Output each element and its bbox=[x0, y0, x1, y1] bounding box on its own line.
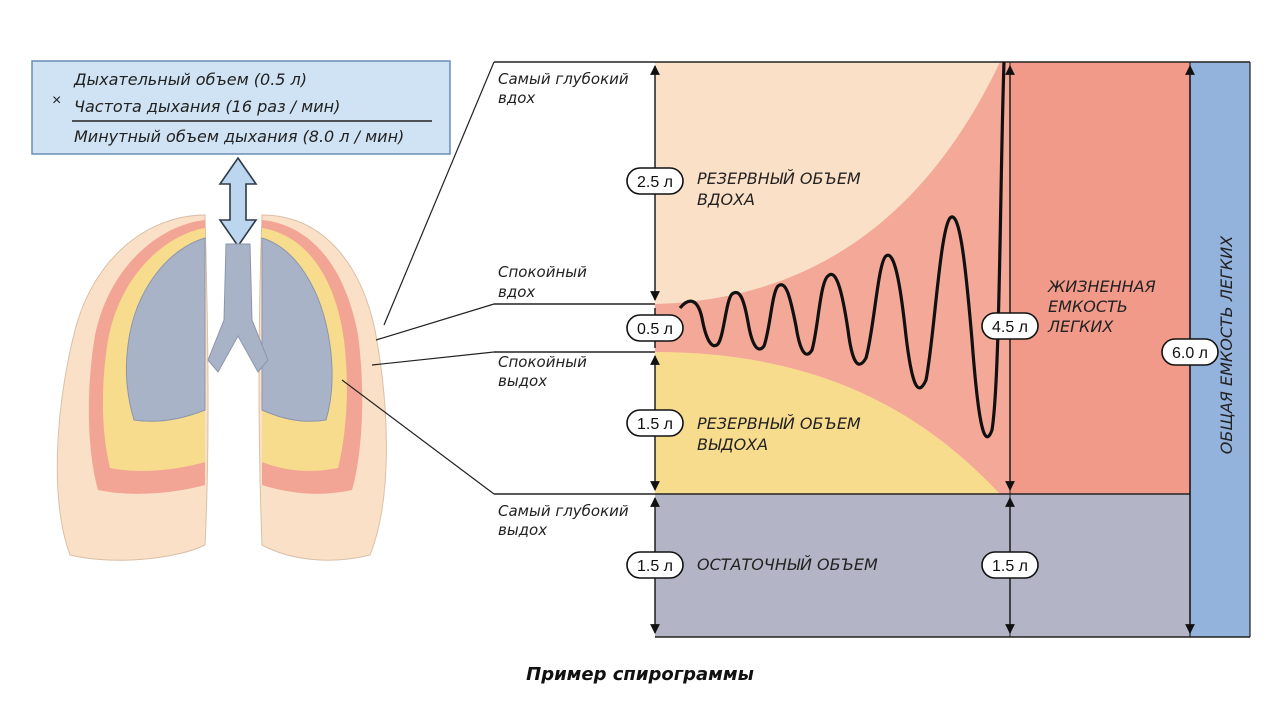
badge-expiratory-reserve: 1.5 л bbox=[626, 409, 684, 437]
svg-text:1.5 л: 1.5 л bbox=[637, 558, 673, 575]
breath-rate-term: Частота дыхания (16 раз / мин) bbox=[74, 97, 340, 116]
leader-lines bbox=[341, 61, 495, 495]
badge-residual: 1.5 л bbox=[626, 551, 684, 579]
total-capacity-label: ОБЩАЯ ЕМКОСТЬ ЛЕГКИХ bbox=[1217, 235, 1236, 454]
inspiratory-reserve-label-2: ВДОХА bbox=[697, 190, 755, 209]
deepest-exhale-label-1: Самый глубокий bbox=[498, 502, 629, 520]
svg-text:1.5 л: 1.5 л bbox=[637, 416, 673, 433]
value-badges: 2.5 л 0.5 л 1.5 л 1.5 л 4.5 л 1.5 л 6.0 … bbox=[626, 167, 1219, 579]
badge-residual-right: 1.5 л bbox=[981, 551, 1039, 579]
residual-zone bbox=[655, 494, 1190, 637]
tidal-volume-term: Дыхательный объем (0.5 л) bbox=[73, 70, 307, 89]
minute-volume-result: Минутный объем дыхания (8.0 л / мин) bbox=[74, 127, 404, 146]
level-labels: Самый глубокий вдох Спокойный вдох Споко… bbox=[498, 70, 629, 539]
left-lung-core bbox=[125, 237, 206, 422]
lungs-illustration bbox=[56, 214, 387, 561]
svg-text:6.0 л: 6.0 л bbox=[1172, 345, 1208, 362]
badge-tidal: 0.5 л bbox=[626, 314, 684, 342]
badge-inspiratory-reserve: 2.5 л bbox=[626, 167, 684, 195]
vital-capacity-label-3: ЛЕГКИХ bbox=[1047, 317, 1114, 336]
vital-capacity-label-2: ЕМКОСТЬ bbox=[1048, 297, 1128, 316]
vital-capacity-label-1: ЖИЗНЕННАЯ bbox=[1047, 277, 1156, 296]
deepest-inhale-label-2: вдох bbox=[498, 89, 535, 107]
multiply-sign: × bbox=[52, 92, 61, 109]
breathing-wave bbox=[678, 61, 1006, 439]
badge-vital-capacity: 4.5 л bbox=[981, 312, 1039, 340]
deepest-inhale-label-1: Самый глубокий bbox=[498, 70, 629, 88]
inspiratory-reserve-label-1: РЕЗЕРВНЫЙ ОБЪЕМ bbox=[697, 169, 861, 188]
badge-total-capacity: 6.0 л bbox=[1161, 338, 1219, 366]
formula-box: × Дыхательный объем (0.5 л) Частота дыха… bbox=[31, 60, 451, 155]
spirogram bbox=[494, 61, 1251, 638]
right-lung-core bbox=[261, 237, 333, 422]
zone-labels: РЕЗЕРВНЫЙ ОБЪЕМ ВДОХА РЕЗЕРВНЫЙ ОБЪЕМ ВЫ… bbox=[697, 169, 1236, 574]
trachea bbox=[207, 243, 269, 373]
vital-capacity-zone bbox=[1010, 62, 1190, 494]
quiet-exhale-label-1: Спокойный bbox=[498, 353, 587, 371]
figure-caption: Пример спирограммы bbox=[526, 664, 754, 685]
residual-label: ОСТАТОЧНЫЙ ОБЪЕМ bbox=[697, 555, 878, 574]
svg-text:4.5 л: 4.5 л bbox=[992, 319, 1028, 336]
deepest-exhale-label-2: выдох bbox=[498, 521, 547, 539]
svg-text:0.5 л: 0.5 л bbox=[637, 321, 673, 338]
expiratory-reserve-label-1: РЕЗЕРВНЫЙ ОБЪЕМ bbox=[697, 414, 861, 433]
svg-text:1.5 л: 1.5 л bbox=[992, 558, 1028, 575]
quiet-exhale-label-2: выдох bbox=[498, 372, 547, 390]
quiet-inhale-label-2: вдох bbox=[498, 283, 535, 301]
expiratory-reserve-label-2: ВЫДОХА bbox=[697, 435, 768, 454]
svg-text:2.5 л: 2.5 л bbox=[637, 174, 673, 191]
quiet-inhale-label-1: Спокойный bbox=[498, 263, 587, 281]
airflow-double-arrow bbox=[218, 156, 258, 248]
